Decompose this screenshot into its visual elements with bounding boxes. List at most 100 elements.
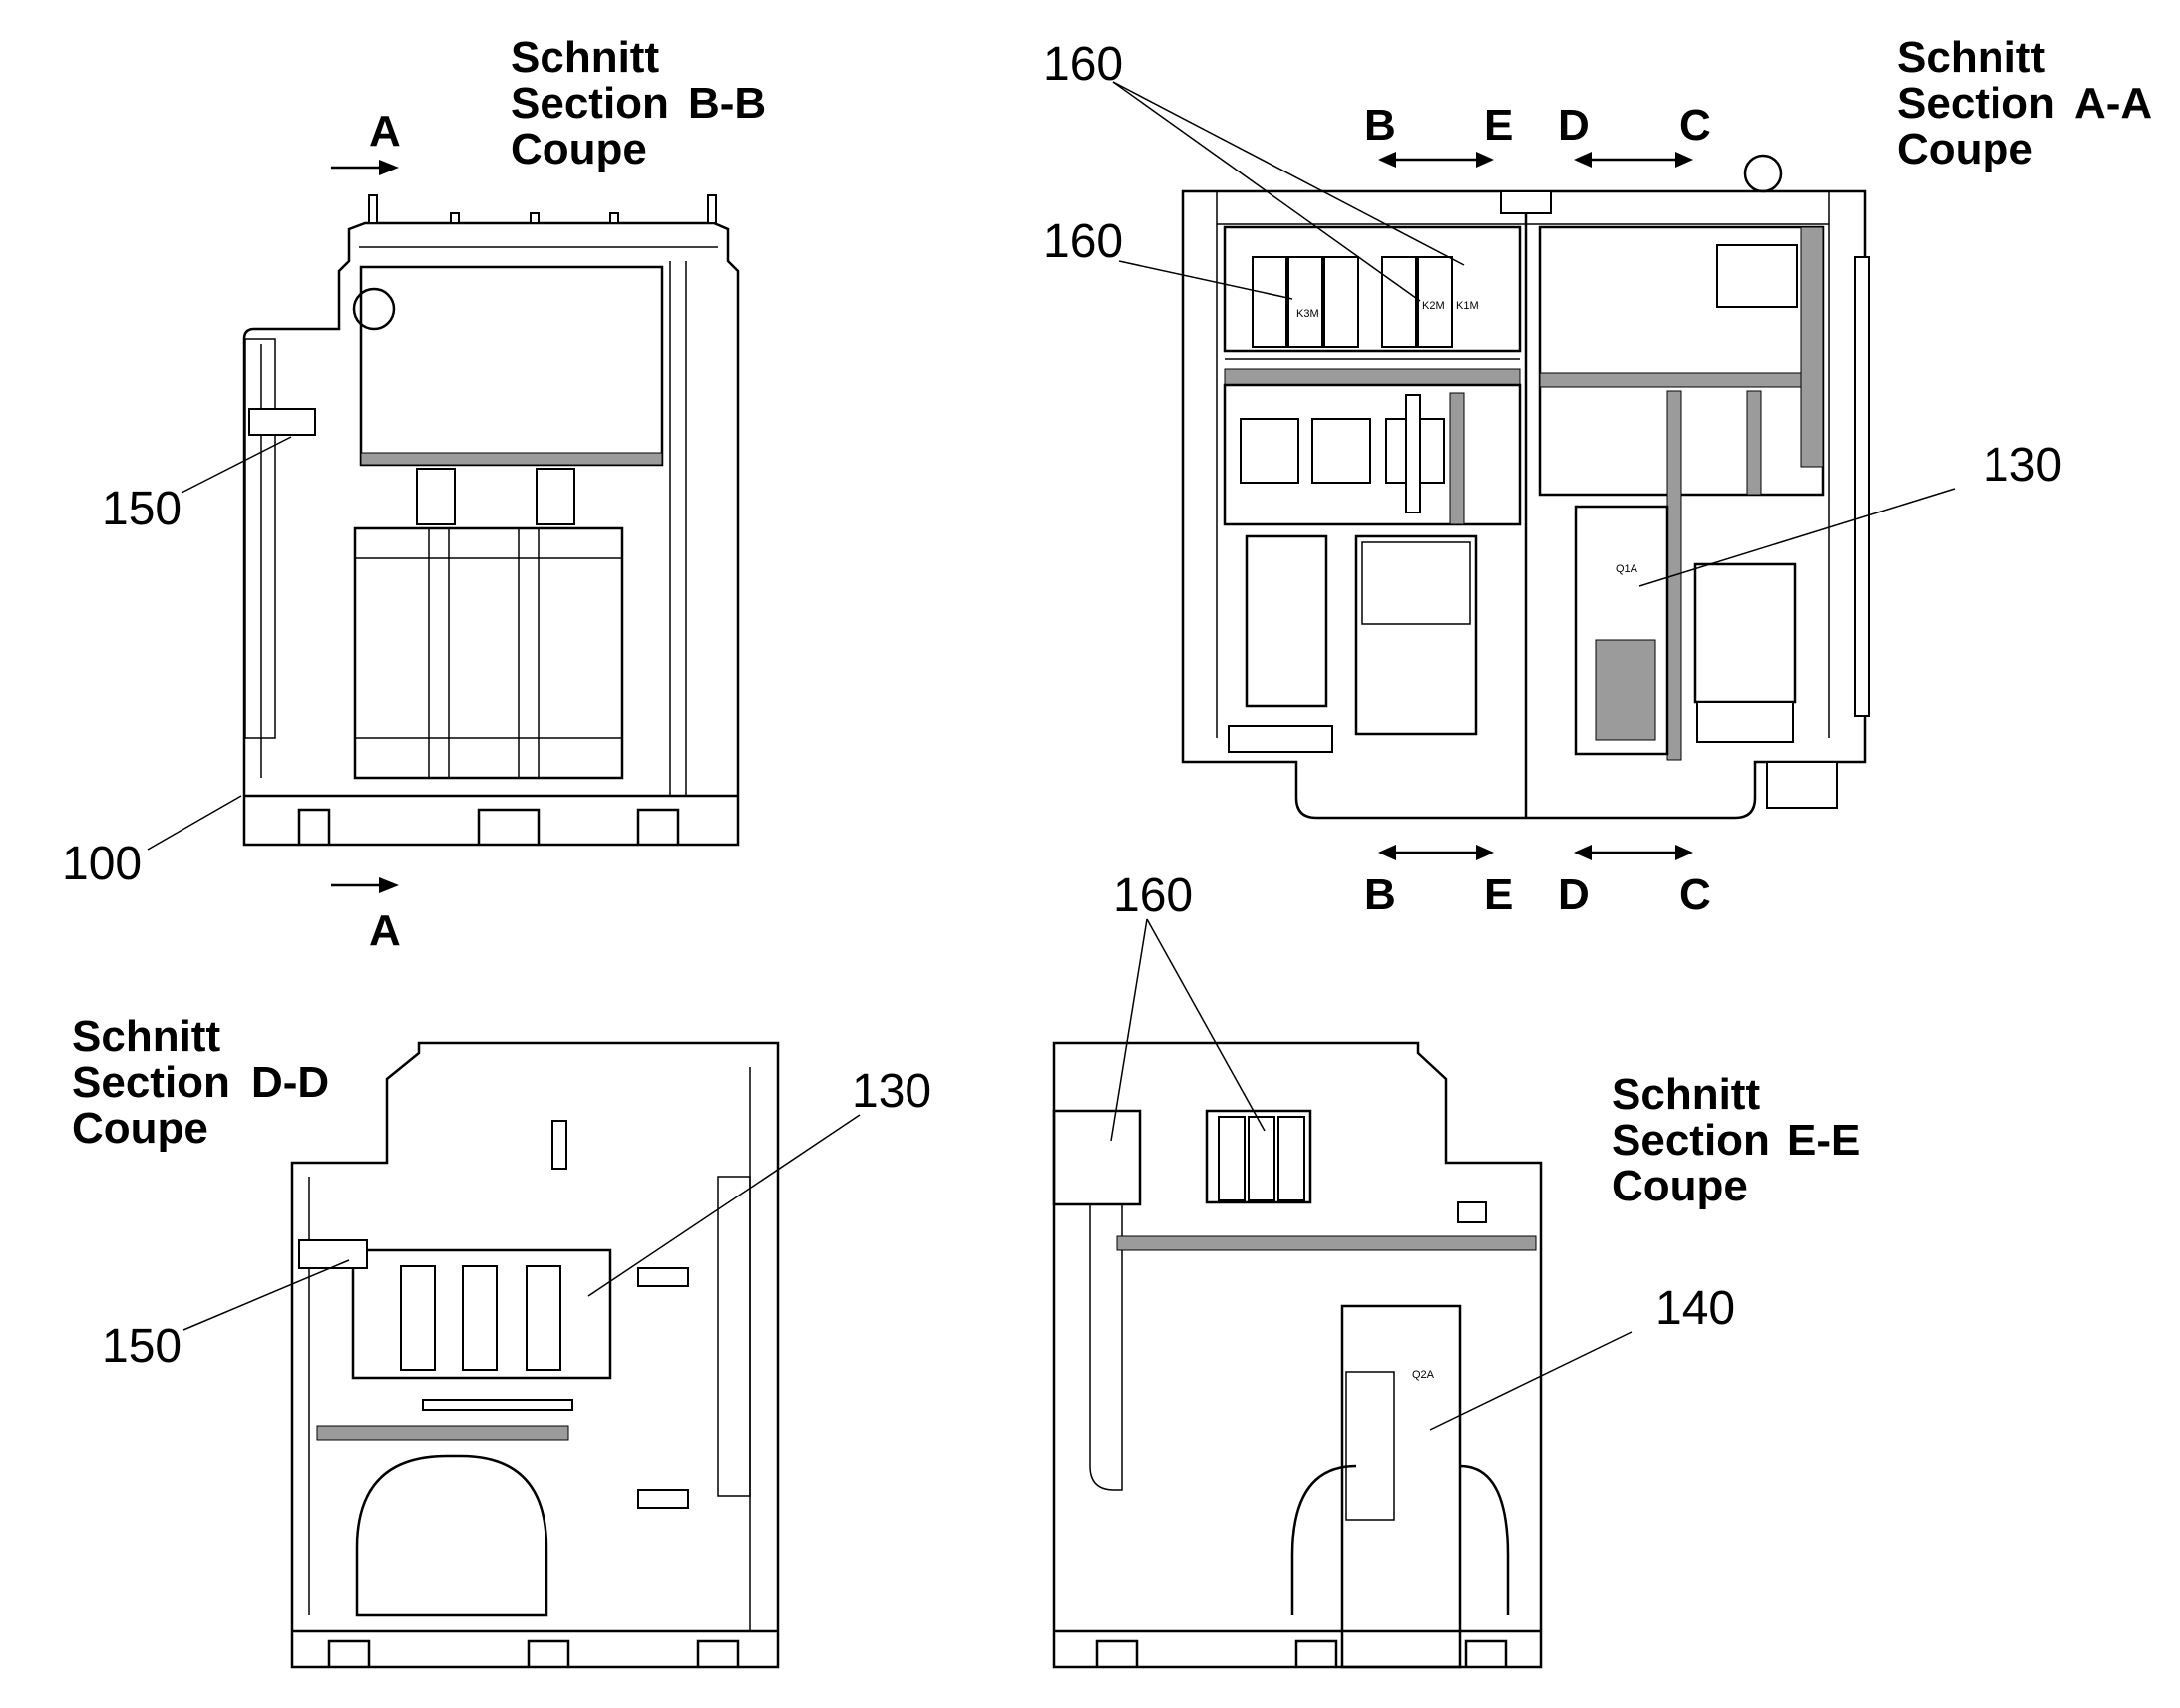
tag-q1a: Q1A [1616, 563, 1638, 575]
callout-130-aa-label: 130 [1983, 439, 2062, 492]
callout-160-aa-mid-leader [1118, 260, 1293, 300]
cabinet-bb-feet [297, 808, 680, 845]
cabinet-dd-outline [290, 1041, 780, 1669]
cabinet-ee-contactor-3 [1277, 1116, 1305, 1201]
cabinet-aa-foot-pad [1766, 761, 1838, 809]
callout-130-aa-leader [1638, 488, 1956, 587]
view-bb-title: Schnitt Section Coupe B-B [511, 33, 766, 173]
view-section-dd: Schnitt Section Coupe D-D 130 150 [72, 1012, 931, 1669]
cabinet-dd-grey-rail [316, 1425, 569, 1441]
cabinet-bb-round-fitting [352, 287, 396, 331]
view-ee-title-line2: Section [1612, 1116, 1770, 1165]
cabinet-aa-grey-rail-right [1539, 372, 1824, 388]
tag-q2a: Q2A [1412, 1369, 1435, 1381]
view-dd-title-line1: Schnitt [72, 1012, 220, 1061]
callout-150-bb-label: 150 [102, 483, 182, 535]
cabinet-aa-grey-upright [1800, 226, 1824, 468]
cabinet-dd-terminal-strip [422, 1399, 573, 1411]
cabinet-aa-right-unit [1693, 562, 1797, 704]
cabinet-ee-contactor-1 [1218, 1116, 1246, 1201]
cabinet-dd-busbar-1 [400, 1265, 436, 1371]
section-arrow-b-top-label: B [1364, 101, 1396, 150]
cabinet-bb-transformer-limb-1 [428, 527, 450, 779]
cabinet-dd-busbar-3 [526, 1265, 561, 1371]
cabinet-aa-reactor-base [1228, 725, 1333, 753]
callout-150-dd-leader [182, 1259, 350, 1331]
cabinet-bb-handle-150 [248, 408, 316, 436]
section-arrow-b-bottom-label: B [1364, 870, 1396, 919]
cabinet-ee-outline [1052, 1041, 1543, 1669]
view-aa-title-line1: Schnitt [1897, 33, 2045, 82]
cabinet-dd-busbar-frame [351, 1248, 612, 1380]
cabinet-ee-grey-rail [1116, 1235, 1537, 1251]
view-dd-title: Schnitt Section Coupe D-D [72, 1012, 329, 1153]
view-aa-title-line2: Section [1897, 79, 2055, 128]
cabinet-ee-contactor-2 [1248, 1116, 1275, 1201]
cabinet-ee-breaker-handle [1345, 1371, 1395, 1521]
callout-150-bb-leader [181, 436, 292, 494]
view-bb-title-line3: Coupe [511, 125, 647, 173]
cabinet-ee-contactor-block [1205, 1109, 1312, 1204]
cabinet-dd-cable-duct [717, 1176, 751, 1497]
cabinet-ee-breaker-q2a [1340, 1304, 1462, 1669]
view-dd-tag: D-D [251, 1058, 329, 1107]
callout-160-ee-leader-1 [1110, 918, 1148, 1142]
callout-160-ee-leader-2 [1146, 918, 1266, 1132]
callout-160-ee-label: 160 [1113, 869, 1193, 922]
view-dd-title-line3: Coupe [72, 1104, 208, 1153]
view-aa-title-line3: Coupe [1897, 125, 2033, 173]
cabinet-bb-transformer-limb-2 [518, 527, 540, 779]
section-arrows-aa-top: B E D C [1364, 101, 1711, 168]
cabinet-aa-contactors: K3M K2M K1M [1252, 256, 1479, 348]
cabinet-aa-right-unit-base [1696, 701, 1794, 743]
view-ee-title-line1: Schnitt [1612, 1070, 1760, 1119]
view-ee-title: Schnitt Section Coupe E-E [1612, 1070, 1860, 1210]
cabinet-dd-clip-2 [637, 1489, 689, 1509]
cabinet-aa-box [1354, 534, 1478, 736]
callout-130-dd-label: 130 [852, 1065, 931, 1118]
callout-160-aa-top-label: 160 [1043, 38, 1123, 91]
callout-100-label: 100 [62, 838, 142, 890]
view-section-bb: Schnitt Section Coupe B-B A A [62, 33, 766, 955]
cabinet-aa-relay-block [1716, 244, 1798, 308]
callout-140-leader [1429, 1331, 1633, 1431]
cabinet-ee-cable-duct [1089, 1204, 1123, 1491]
view-aa-title: Schnitt Section Coupe A-A [1897, 33, 2152, 173]
cabinet-ee-side-panel [1052, 1109, 1142, 1206]
cabinet-dd-handle-150 [298, 1239, 368, 1269]
cabinet-dd-arch-opening [355, 1454, 548, 1617]
cabinet-bb-upper-panel [359, 265, 664, 467]
cabinet-dd-connector [551, 1120, 567, 1170]
view-ee-title-line3: Coupe [1612, 1162, 1748, 1210]
cabinet-aa-reactor [1245, 534, 1328, 708]
cabinet-aa-top-clip [1500, 190, 1552, 214]
cabinet-aa-side-rail [1854, 256, 1870, 717]
section-arrow-a-top-head [379, 160, 399, 175]
callout-140-label: 140 [1655, 1282, 1735, 1335]
tag-k2m: K2M [1422, 300, 1445, 312]
callout-150-dd-label: 150 [102, 1320, 182, 1373]
view-section-ee: Schnitt Section Coupe E-E Q2A 160 140 [1052, 869, 1860, 1669]
section-arrow-a-top-label: A [369, 107, 401, 156]
cabinet-aa-contactor-plate [1223, 225, 1522, 353]
cabinet-ee-small-fitting [1457, 1201, 1487, 1223]
view-bb-tag: B-B [688, 79, 766, 128]
cabinet-aa-grey-rail-left [1224, 368, 1521, 386]
cabinet-bb-lifting-handles [368, 194, 717, 224]
view-aa-tag: A-A [2074, 79, 2152, 128]
cabinet-bb-outline [242, 221, 740, 847]
tag-k1m: K1M [1456, 300, 1479, 312]
view-dd-title-line2: Section [72, 1058, 230, 1107]
callout-160-aa-mid-label: 160 [1043, 215, 1123, 268]
callout-100-leader [147, 795, 242, 851]
section-arrow-d-top-label: D [1558, 101, 1590, 150]
section-arrow-c-top-label: C [1679, 101, 1711, 150]
cabinet-ee-feet [1095, 1639, 1508, 1667]
cabinet-aa-breaker-q1a [1574, 505, 1669, 756]
cabinet-aa-lifting-eye [1743, 154, 1783, 193]
callout-160-aa-leader-2 [1112, 81, 1465, 266]
cabinet-dd-busbar-2 [462, 1265, 498, 1371]
cabinet-dd-feet [327, 1639, 740, 1667]
cabinet-aa-grey-post [1449, 392, 1465, 525]
